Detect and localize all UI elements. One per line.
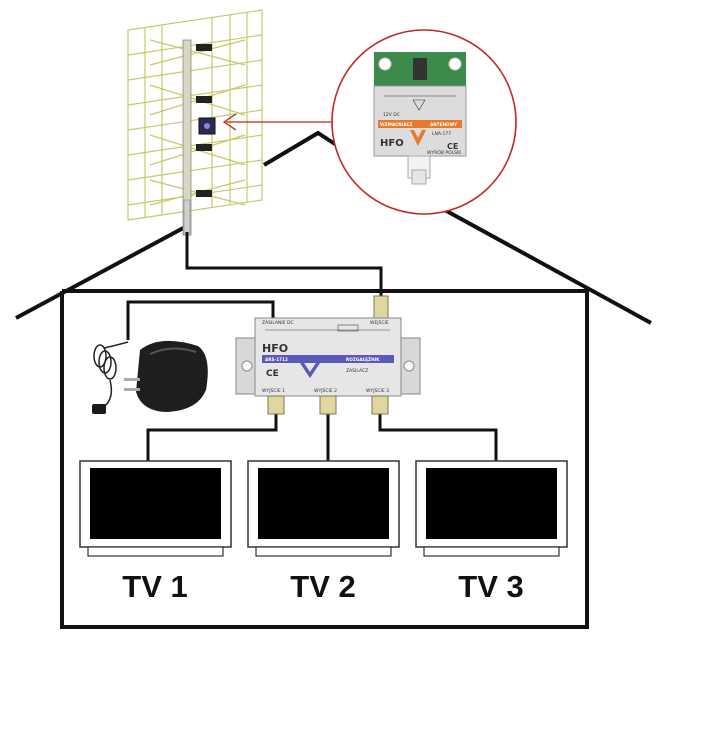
roof-right-segment	[262, 130, 340, 167]
roof-right-lower	[431, 201, 652, 325]
tv-2-label: TV 2	[290, 569, 355, 604]
yagi-grid-antenna-icon	[127, 9, 263, 236]
splitter-model: ARS-1712	[265, 357, 288, 362]
tv-icon	[415, 460, 568, 557]
splitter-output-3-label: WYJŚCIE 3	[366, 387, 389, 394]
tv-1-label: TV 1	[122, 569, 187, 604]
splitter-to-tv3-cable	[378, 413, 498, 461]
splitter-ce: CE	[266, 369, 279, 379]
inset-brand: HFO	[380, 138, 404, 149]
tv-1: TV 1	[79, 460, 232, 604]
inset-model: LNA-177	[432, 131, 451, 137]
antenna-amplifier-icon: 12V DC WZMACNIACZ ANTENOWY HFO LNA-177 C…	[373, 52, 467, 185]
splitter-brand: HFO	[262, 342, 288, 355]
signal-splitter-icon: ZASILANIE DC WEJŚCIE HFO ARS-1712 ROZGAŁ…	[235, 295, 421, 415]
cables	[126, 232, 498, 461]
splitter-output-1-label: WYJŚCIE 1	[262, 387, 285, 394]
roof-left	[15, 224, 188, 320]
house-walls	[60, 289, 589, 629]
inset-made-in: WYRÓB POLSKI	[427, 149, 461, 156]
inset-label-right: ANTENOWY	[430, 122, 458, 127]
house-outline	[15, 130, 652, 629]
tv-icon	[247, 460, 400, 557]
tv-3: TV 3	[415, 460, 568, 604]
power-adapter-icon	[92, 340, 208, 414]
splitter-output-2-label: WYJŚCIE 2	[314, 387, 337, 394]
splitter-to-tv1-cable	[146, 413, 278, 461]
splitter-sub-text: ZASILACZ	[346, 368, 368, 374]
tv-icon	[79, 460, 232, 557]
amplifier-inset: 12V DC WZMACNIACZ ANTENOWY HFO LNA-177 C…	[331, 29, 517, 215]
antenna-to-splitter-cable	[185, 232, 383, 296]
tv-2: TV 2	[247, 460, 400, 604]
splitter-power-in: ZASILANIE DC	[262, 320, 294, 326]
adapter-to-splitter-cable	[126, 300, 275, 340]
inset-ce: CE	[447, 142, 458, 151]
callout-arrow	[222, 113, 335, 131]
splitter-title-text: ROZGAŁĘŹNIK	[346, 357, 380, 362]
inset-label-left: WZMACNIACZ	[380, 122, 413, 127]
inset-voltage: 12V DC	[383, 112, 400, 118]
tv-3-label: TV 3	[458, 569, 523, 604]
splitter-input-label: WEJŚCIE	[370, 319, 389, 326]
